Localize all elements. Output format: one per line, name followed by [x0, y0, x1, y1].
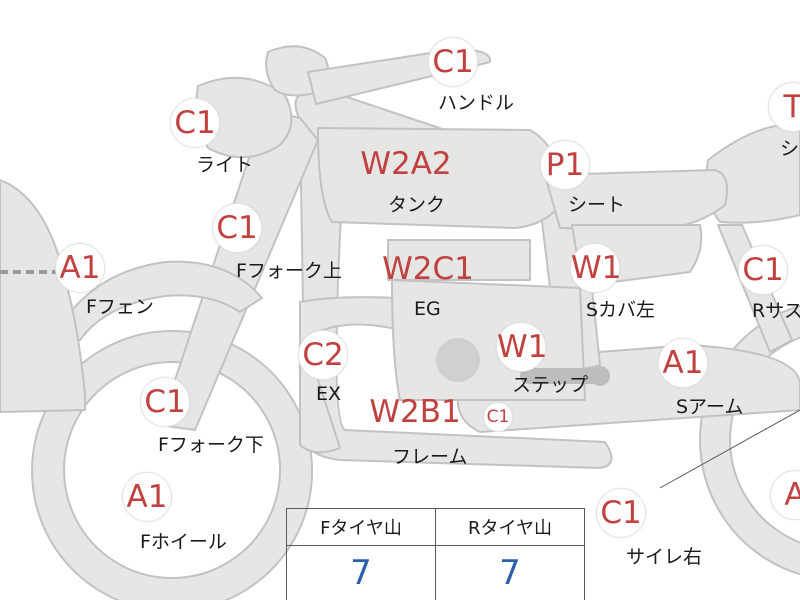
- badge-handle: C1: [428, 37, 478, 87]
- badge-front-wheel: A1: [122, 472, 172, 522]
- leader-line: [659, 409, 800, 489]
- label-step: ステップ: [512, 374, 589, 396]
- label-handle: ハンドル: [438, 92, 515, 114]
- label-top-right: シ: [780, 138, 800, 160]
- front-fork-shape: [159, 109, 319, 431]
- badge-rear-sus: C1: [738, 245, 788, 295]
- badge-engine: W2C1: [382, 251, 474, 287]
- label-swing-arm: Sアーム: [676, 396, 744, 418]
- step-end-shape: [590, 366, 610, 386]
- label-side-cover-left: Sカバ左: [586, 299, 656, 321]
- badge-muffler-right: C1: [596, 488, 646, 538]
- badge-tank: W2A2: [360, 146, 452, 182]
- badge-exhaust: C2: [298, 330, 348, 380]
- rear-tire-value: 7: [435, 545, 585, 600]
- label-rear-sus: Rサス: [752, 300, 800, 322]
- label-fork-upper: Fフォーク上: [236, 260, 342, 282]
- badge-seat: P1: [540, 140, 590, 190]
- engine-top-shape: [387, 239, 531, 281]
- label-light: ライト: [196, 154, 254, 176]
- label-fork-lower: Fフォーク下: [158, 434, 264, 456]
- rear-tire-header: Rタイヤ山: [435, 508, 585, 546]
- badge-front-fender: A1: [55, 243, 105, 293]
- label-tank: タンク: [388, 194, 446, 216]
- front-tire-value: 7: [286, 545, 436, 600]
- label-engine: EG: [414, 298, 441, 320]
- badge-step: W1: [496, 322, 547, 372]
- front-tire-header: Fタイヤ山: [286, 508, 436, 546]
- label-frame: フレーム: [392, 446, 468, 468]
- label-muffler-right: サイレ右: [626, 546, 703, 568]
- tire-tread-table: Fタイヤ山 Rタイヤ山 7 7: [286, 508, 585, 600]
- badge-light: C1: [170, 98, 220, 148]
- left-cowl-shape: [0, 179, 86, 413]
- label-seat: シート: [568, 194, 626, 216]
- step-shape: [520, 368, 610, 384]
- badge-fork-upper: C1: [212, 203, 262, 253]
- label-front-wheel: Fホイール: [140, 531, 227, 553]
- badge-fork-lower: C1: [140, 377, 190, 427]
- badge-frame-small: C1: [483, 402, 513, 432]
- badge-swing-arm: A1: [658, 338, 708, 388]
- badge-side-cover-left: W1: [570, 243, 621, 293]
- badge-frame: W2B1: [369, 394, 461, 430]
- front-fender-shape: [54, 260, 263, 341]
- badge-rear-wheel: A: [770, 470, 800, 520]
- label-front-fender: Fフェン: [86, 296, 154, 318]
- engine-cover-shape: [436, 338, 480, 382]
- label-exhaust: EX: [316, 383, 342, 405]
